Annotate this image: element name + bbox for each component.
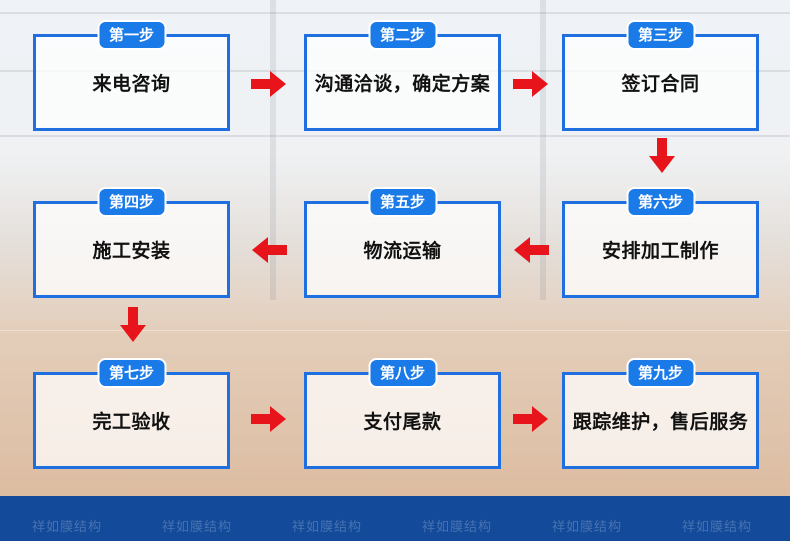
step-8-box: 第八步 支付尾款	[304, 358, 501, 469]
step-1-badge: 第一步	[96, 20, 167, 50]
arrow-right-icon	[510, 68, 550, 100]
step-6-box: 第六步 安排加工制作	[562, 187, 759, 298]
step-4-text: 施工安装	[92, 240, 171, 262]
step-5-badge: 第五步	[367, 187, 438, 217]
step-7-badge: 第七步	[96, 358, 167, 388]
arrow-down-icon	[646, 136, 678, 176]
bg-rafter	[0, 135, 790, 137]
step-9-badge: 第九步	[625, 358, 696, 388]
bg-column	[270, 0, 276, 300]
step-4-badge: 第四步	[96, 187, 167, 217]
step-7-box: 第七步 完工验收	[33, 358, 230, 469]
step-9-text: 跟踪维护，售后服务	[572, 411, 749, 433]
step-7-text: 完工验收	[92, 411, 171, 433]
arrow-left-icon	[250, 234, 290, 266]
footer-band: 祥如膜结构 祥如膜结构 祥如膜结构 祥如膜结构 祥如膜结构 祥如膜结构	[0, 496, 790, 541]
bg-rafter	[0, 12, 790, 14]
watermark-text: 祥如膜结构	[422, 520, 493, 535]
arrow-left-icon	[512, 234, 552, 266]
watermark-text: 祥如膜结构	[552, 520, 623, 535]
step-4-box: 第四步 施工安装	[33, 187, 230, 298]
arrow-right-icon	[248, 403, 288, 435]
bg-floor-line	[0, 330, 790, 331]
step-2-box: 第二步 沟通洽谈，确定方案	[304, 20, 501, 131]
watermark-text: 祥如膜结构	[32, 520, 103, 535]
step-8-badge: 第八步	[367, 358, 438, 388]
arrow-right-icon	[510, 403, 550, 435]
step-3-box: 第三步 签订合同	[562, 20, 759, 131]
step-2-badge: 第二步	[367, 20, 438, 50]
step-3-badge: 第三步	[625, 20, 696, 50]
step-1-box: 第一步 来电咨询	[33, 20, 230, 131]
arrow-down-icon	[117, 305, 149, 345]
step-5-box: 第五步 物流运输	[304, 187, 501, 298]
step-8-text: 支付尾款	[363, 411, 442, 433]
step-6-text: 安排加工制作	[601, 240, 719, 262]
step-2-text: 沟通洽谈，确定方案	[314, 73, 491, 95]
arrow-right-icon	[248, 68, 288, 100]
step-1-text: 来电咨询	[92, 73, 171, 95]
watermark-text: 祥如膜结构	[162, 520, 233, 535]
watermark-text: 祥如膜结构	[292, 520, 363, 535]
step-9-box: 第九步 跟踪维护，售后服务	[562, 358, 759, 469]
watermark-text: 祥如膜结构	[682, 520, 753, 535]
step-6-badge: 第六步	[625, 187, 696, 217]
step-5-text: 物流运输	[363, 240, 442, 262]
step-3-text: 签订合同	[621, 73, 700, 95]
bg-column	[540, 0, 546, 300]
